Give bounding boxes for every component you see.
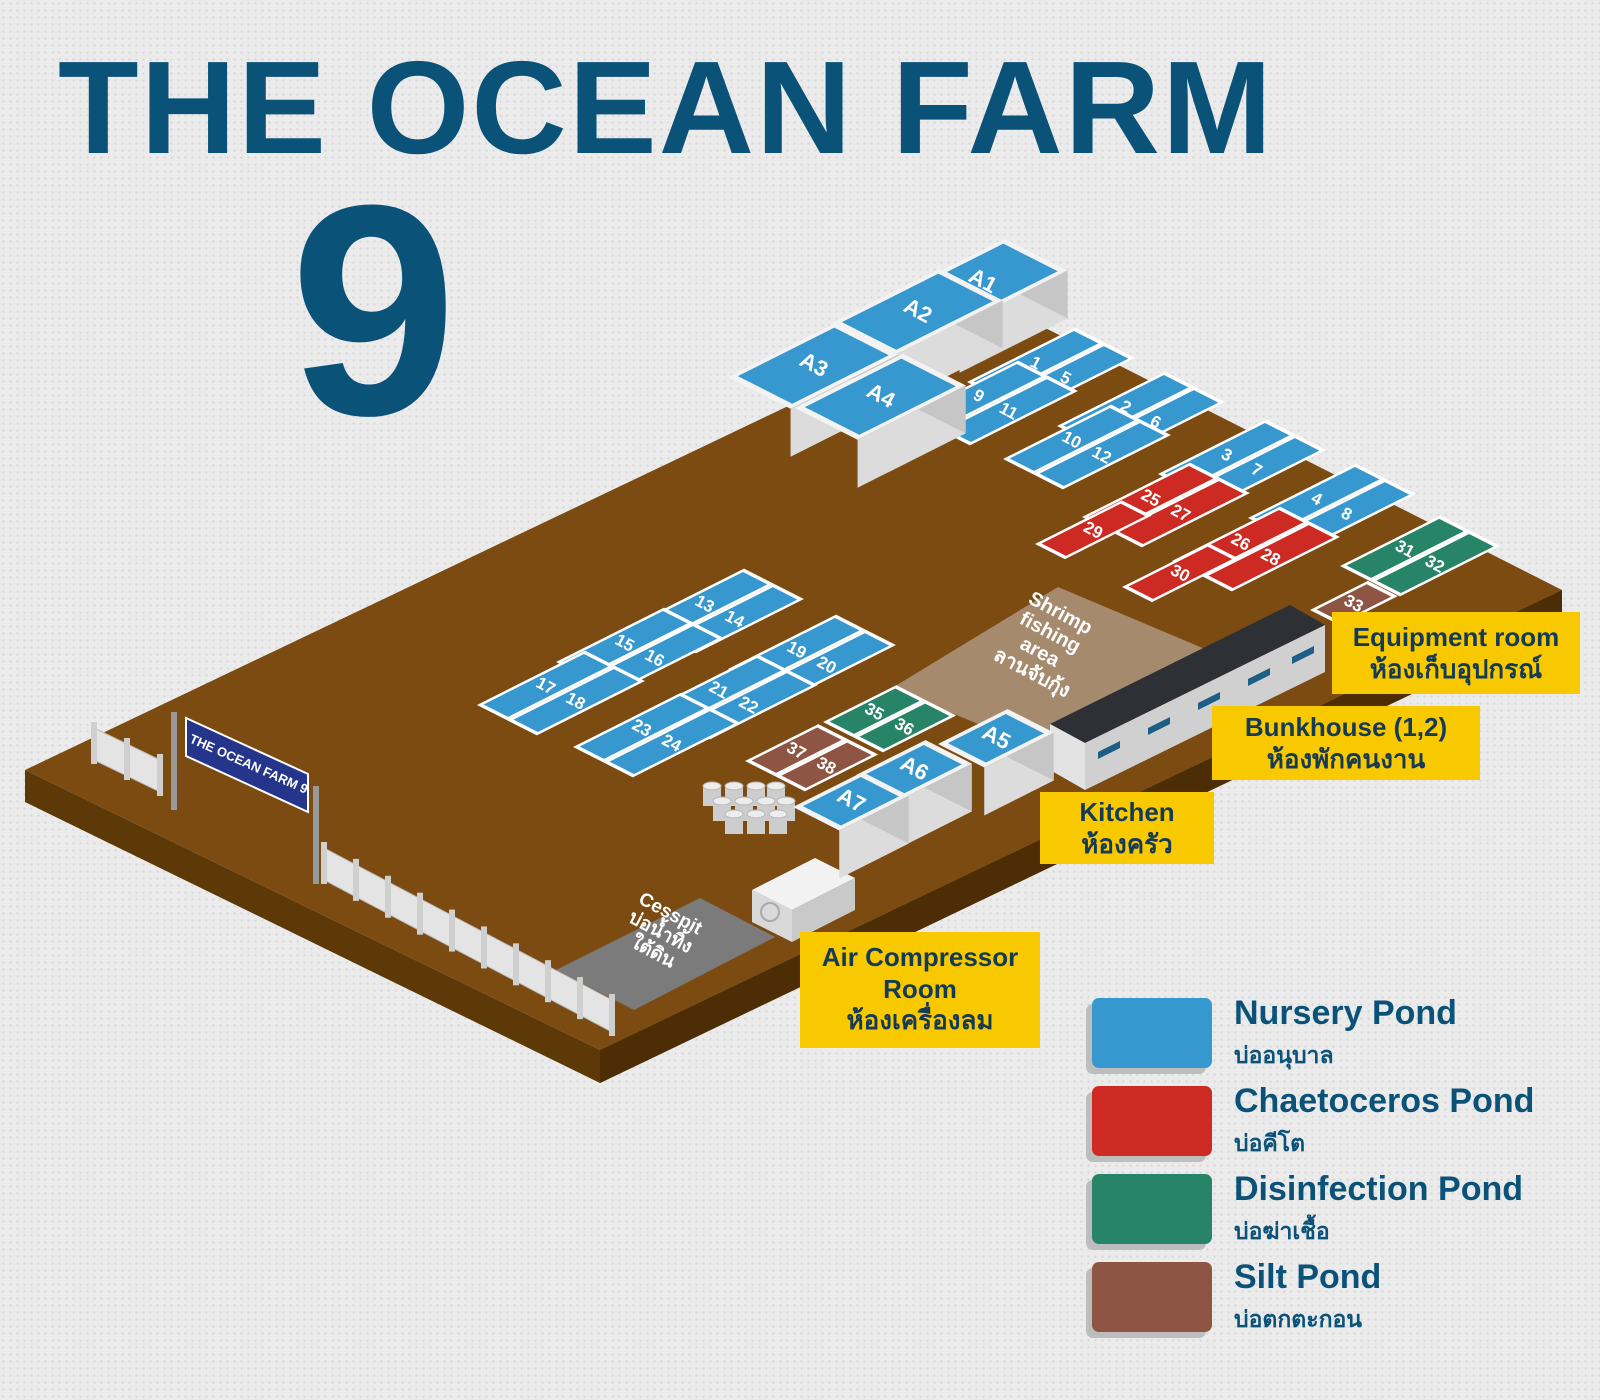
bunkhouse-en: Bunkhouse (1,2) (1244, 712, 1448, 742)
shrimp-fishing-area: Shrimp fishing area ลานจับกุ้ง (892, 587, 1212, 752)
equipment-room-th: ห้องเก็บอุปกรณ์ (1369, 653, 1543, 684)
legend-label: Disinfection Pond (1234, 1170, 1523, 1208)
air-compressor-callout: Air Compressor Room ห้องเครื่องลม (800, 932, 1040, 1048)
pond-31: 31 (1340, 515, 1471, 582)
bunkhouse-building (1050, 605, 1325, 790)
pond-17: 17 (477, 650, 615, 721)
bunkhouse-callout: Bunkhouse (1,2) ห้องพักคนงาน (1212, 706, 1480, 780)
legend-item-disinfection: Disinfection Pond บ่อฆ่าเชื้อ (1092, 1170, 1562, 1258)
legend-swatch (1092, 1262, 1212, 1332)
farm-number: 9 (290, 142, 457, 478)
air-compressor-th: ห้องเครื่องลม (846, 1005, 994, 1036)
legend-item-silt: Silt Pond บ่อตกตะกอน (1092, 1258, 1562, 1346)
pond-24: 24 (602, 707, 741, 778)
perimeter-fence (91, 722, 615, 1036)
pond-27: 27 (1111, 477, 1250, 548)
legend-label: Nursery Pond (1234, 994, 1457, 1032)
pond-a4: A4 (795, 353, 966, 488)
pond-30: 30 (1122, 543, 1239, 603)
pond-32: 32 (1369, 530, 1501, 597)
pond-29: 29 (1035, 500, 1152, 560)
pond-a7: A7 (793, 772, 909, 879)
pond-18: 18 (506, 665, 645, 736)
pond-11: 11 (939, 375, 1078, 446)
kitchen-en: Kitchen (1079, 797, 1175, 827)
page-title: THE OCEAN FARM (58, 34, 1274, 181)
pond-28: 28 (1201, 521, 1340, 592)
legend-item-chaetoceros: Chaetoceros Pond บ่อคีโต (1092, 1082, 1562, 1170)
pond-a6: A6 (856, 740, 972, 847)
legend-swatch (1092, 1086, 1212, 1156)
pond-a5: A5 (938, 709, 1054, 816)
air-compressor-en2: Room (883, 973, 957, 1004)
legend-sublabel: บ่อฆ่าเชื้อ (1234, 1218, 1330, 1244)
pond-36: 36 (852, 700, 957, 753)
pond-37: 37 (745, 724, 849, 777)
legend-item-nursery: Nursery Pond บ่ออนุบาล (1092, 994, 1562, 1082)
legend: Nursery Pond บ่ออนุบาล Chaetoceros Pond … (1092, 994, 1562, 1346)
bunkhouse-th: ห้องพักคนงาน (1266, 743, 1426, 774)
legend-label: Chaetoceros Pond (1234, 1082, 1535, 1120)
legend-swatch (1092, 998, 1212, 1068)
pond-38: 38 (774, 739, 879, 792)
kitchen-callout: Kitchen ห้องครัว (1040, 792, 1214, 864)
legend-swatch (1092, 1174, 1212, 1244)
equipment-room-callout: Equipment room ห้องเก็บอุปกรณ์ (1332, 612, 1580, 694)
legend-sublabel: บ่ออนุบาล (1234, 1042, 1334, 1068)
pond-35: 35 (823, 685, 927, 738)
kitchen-th: ห้องครัว (1081, 828, 1173, 859)
pond-10: 10 (1003, 404, 1141, 475)
equipment-room-en: Equipment room (1352, 622, 1560, 652)
air-compressor-en1: Air Compressor (821, 942, 1019, 972)
pond-23: 23 (573, 692, 711, 763)
air-compressor-unit (752, 858, 855, 942)
legend-sublabel: บ่อคีโต (1234, 1130, 1306, 1156)
water-tanks (702, 781, 796, 834)
pond-12: 12 (1032, 419, 1171, 490)
legend-label: Silt Pond (1234, 1258, 1382, 1296)
legend-sublabel: บ่อตกตะกอน (1234, 1306, 1363, 1332)
